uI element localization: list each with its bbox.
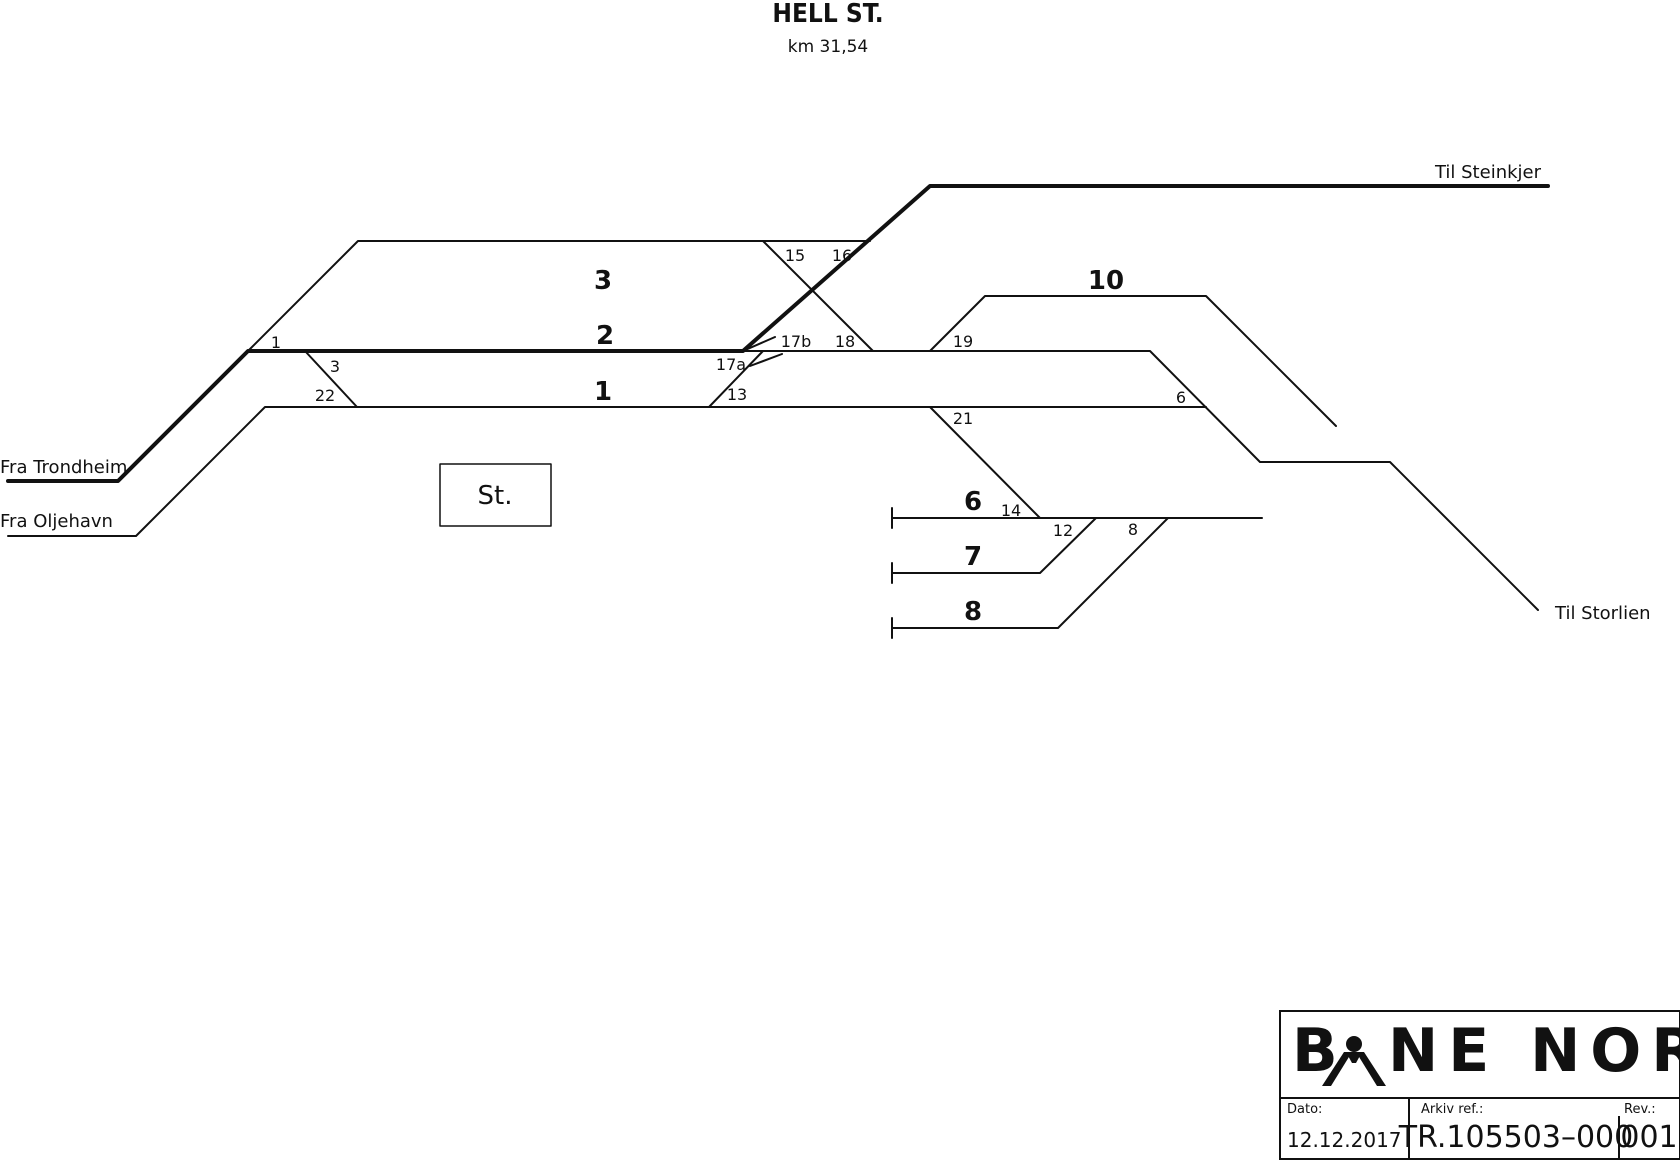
switch-12: 12 <box>1053 521 1073 540</box>
switch-17a: 17a <box>716 355 746 374</box>
label-til-storlien: Til Storlien <box>1554 603 1651 624</box>
station-box <box>439 463 552 527</box>
switch-1: 1 <box>271 333 281 352</box>
km-marker: km 31,54 <box>788 37 868 57</box>
diagram-title: HELL ST. <box>772 0 883 29</box>
switch-6: 6 <box>1176 388 1186 407</box>
switch-19: 19 <box>953 332 973 351</box>
switch-3: 3 <box>330 357 340 376</box>
track-number-3: 3 <box>594 266 612 296</box>
switch-8: 8 <box>1128 520 1138 539</box>
switch-17-mark-b <box>749 353 783 367</box>
switch-17b: 17b <box>781 332 812 351</box>
logo-rest: NE NOR <box>1388 1016 1680 1086</box>
track-2-continuation <box>742 350 1539 611</box>
crossover-15-18 <box>762 240 874 352</box>
crossover-3-22 <box>304 350 358 408</box>
switch-14: 14 <box>1001 501 1021 520</box>
rev-label: Rev.: <box>1624 1102 1656 1117</box>
track-10-line <box>929 295 1337 427</box>
ref-label: Arkiv ref.: <box>1421 1102 1483 1117</box>
switch-16: 16 <box>832 246 852 265</box>
crossover-13-17a <box>708 350 764 408</box>
switch-21: 21 <box>953 409 973 428</box>
crossover-21-14 <box>929 406 1041 519</box>
switch-22: 22 <box>315 386 335 405</box>
track-number-1: 1 <box>594 377 612 407</box>
track-7-line <box>891 517 1097 574</box>
tunnel-icon <box>1322 1036 1386 1086</box>
ref-value: TR.105503–000 <box>1398 1120 1633 1155</box>
switch-15: 15 <box>785 246 805 265</box>
bane-nor-logo: B NE NOR <box>1292 1016 1680 1086</box>
track-8-line <box>891 517 1169 629</box>
label-fra-oljehavn: Fra Oljehavn <box>0 511 113 532</box>
track-1-line <box>7 406 1207 537</box>
date-label: Dato: <box>1287 1102 1322 1117</box>
logo-letter-b: B <box>1292 1016 1348 1086</box>
track-number-8: 8 <box>964 597 982 627</box>
track-3-line <box>247 240 871 352</box>
switch-17-mark-a <box>742 336 776 352</box>
main-line-bold <box>6 184 1550 483</box>
label-til-steinkjer: Til Steinkjer <box>1434 162 1542 183</box>
switch-13: 13 <box>727 385 747 404</box>
track-number-6: 6 <box>964 487 982 517</box>
switch-18: 18 <box>835 332 855 351</box>
track-number-10: 10 <box>1088 266 1124 296</box>
station-box-label: St. <box>478 481 513 511</box>
label-fra-trondheim: Fra Trondheim <box>0 457 127 478</box>
rev-value: 001 <box>1620 1120 1677 1155</box>
track-number-7: 7 <box>964 542 982 572</box>
title-block <box>1279 1010 1680 1160</box>
date-value: 12.12.2017 <box>1287 1128 1402 1152</box>
track-number-2: 2 <box>596 321 614 351</box>
